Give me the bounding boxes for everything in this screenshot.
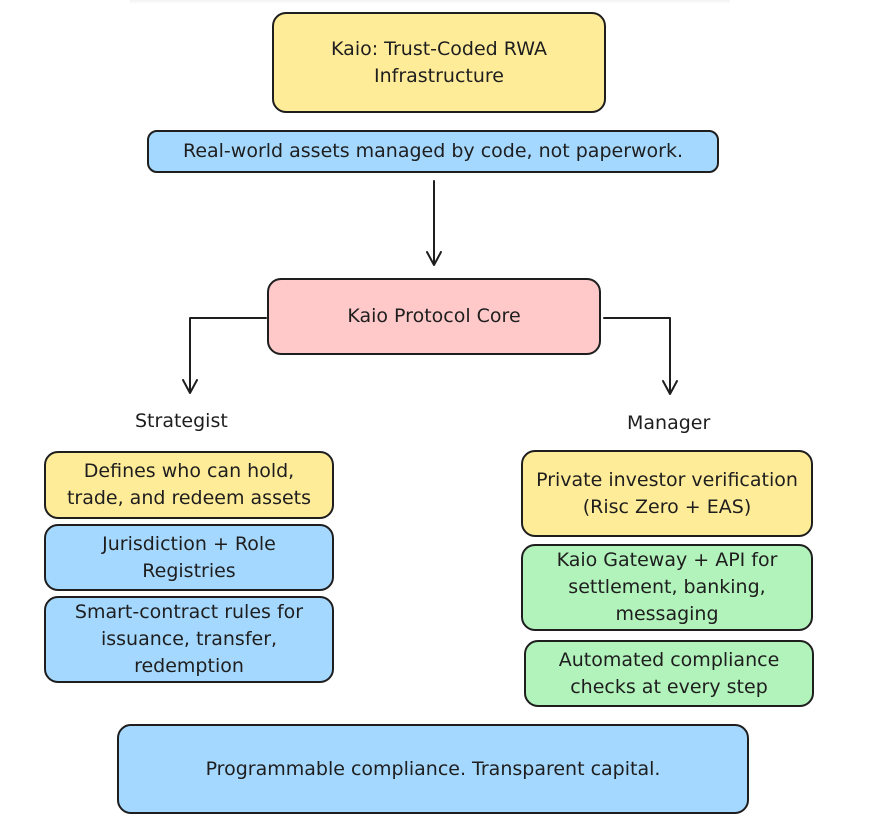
arrow-core-to-manager (603, 317, 671, 394)
subtitle-box: Real-world assets managed by code, not p… (147, 130, 719, 173)
manager-item-gateway: Kaio Gateway + API for settlement, banki… (521, 544, 813, 631)
strategist-item-registries: Jurisdiction + Role Registries (44, 524, 334, 591)
manager-item-compliance-checks: Automated compliance checks at every ste… (524, 640, 814, 707)
strategist-item-contract-rules: Smart-contract rules for issuance, trans… (44, 596, 334, 683)
footer-tagline: Programmable compliance. Transparent cap… (205, 757, 661, 780)
strategist-item-text: Jurisdiction + Role Registries (102, 532, 276, 582)
manager-item-text: Automated compliance checks at every ste… (558, 648, 780, 698)
strategist-item-holders: Defines who can hold, trade, and redeem … (44, 451, 334, 519)
arrow-core-to-strategist (189, 317, 267, 393)
protocol-core-label: Kaio Protocol Core (347, 305, 521, 327)
footer-box: Programmable compliance. Transparent cap… (117, 724, 749, 814)
top-edge-shadow (130, 0, 730, 4)
manager-item-verification: Private investor verification (Risc Zero… (521, 450, 813, 537)
manager-item-text: Private investor verification (Risc Zero… (536, 468, 798, 518)
strategist-label: Strategist (135, 410, 228, 432)
arrow-core-to-manager-head (662, 380, 678, 395)
diagram-subtitle: Real-world assets managed by code, not p… (182, 140, 684, 162)
protocol-core-box: Kaio Protocol Core (267, 278, 601, 355)
strategist-item-text: Defines who can hold, trade, and redeem … (66, 460, 312, 509)
manager-item-text: Kaio Gateway + API for settlement, banki… (556, 549, 778, 625)
title-box: Kaio: Trust-Coded RWA Infrastructure (272, 12, 606, 113)
arrow-subtitle-to-core-head (426, 251, 442, 266)
manager-label: Manager (627, 412, 711, 434)
arrow-core-to-strategist-head (182, 379, 198, 394)
strategist-item-text: Smart-contract rules for issuance, trans… (74, 601, 304, 677)
diagram-title: Kaio: Trust-Coded RWA Infrastructure (331, 37, 547, 87)
